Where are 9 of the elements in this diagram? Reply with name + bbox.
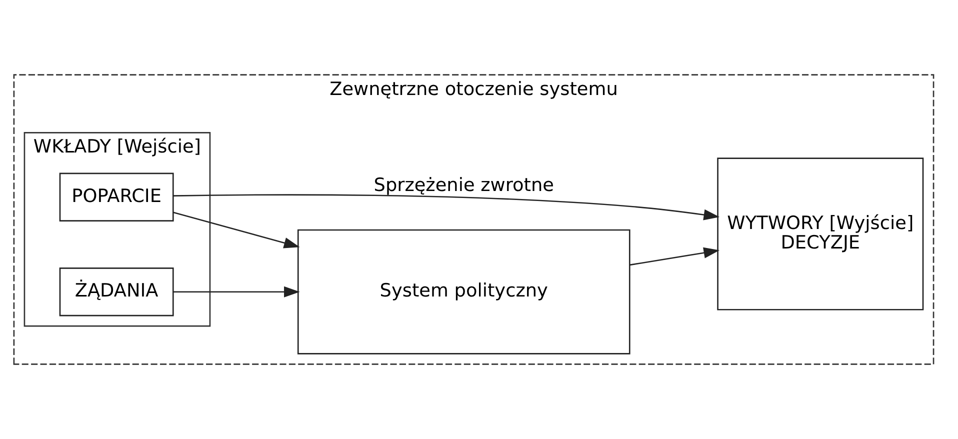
arrow: [173, 212, 300, 248]
node-box: WYTWORY [Wyjście] DECYZJE: [717, 158, 924, 310]
arrow: [630, 247, 720, 266]
node-box: ŻĄDANIA: [59, 268, 174, 316]
arrow: [173, 286, 300, 298]
node-box: System polityczny: [297, 229, 630, 354]
arrow: [173, 194, 720, 220]
edge-label: Sprzężenie zwrotne: [374, 174, 554, 196]
node-box: POPARCIE: [59, 172, 174, 222]
